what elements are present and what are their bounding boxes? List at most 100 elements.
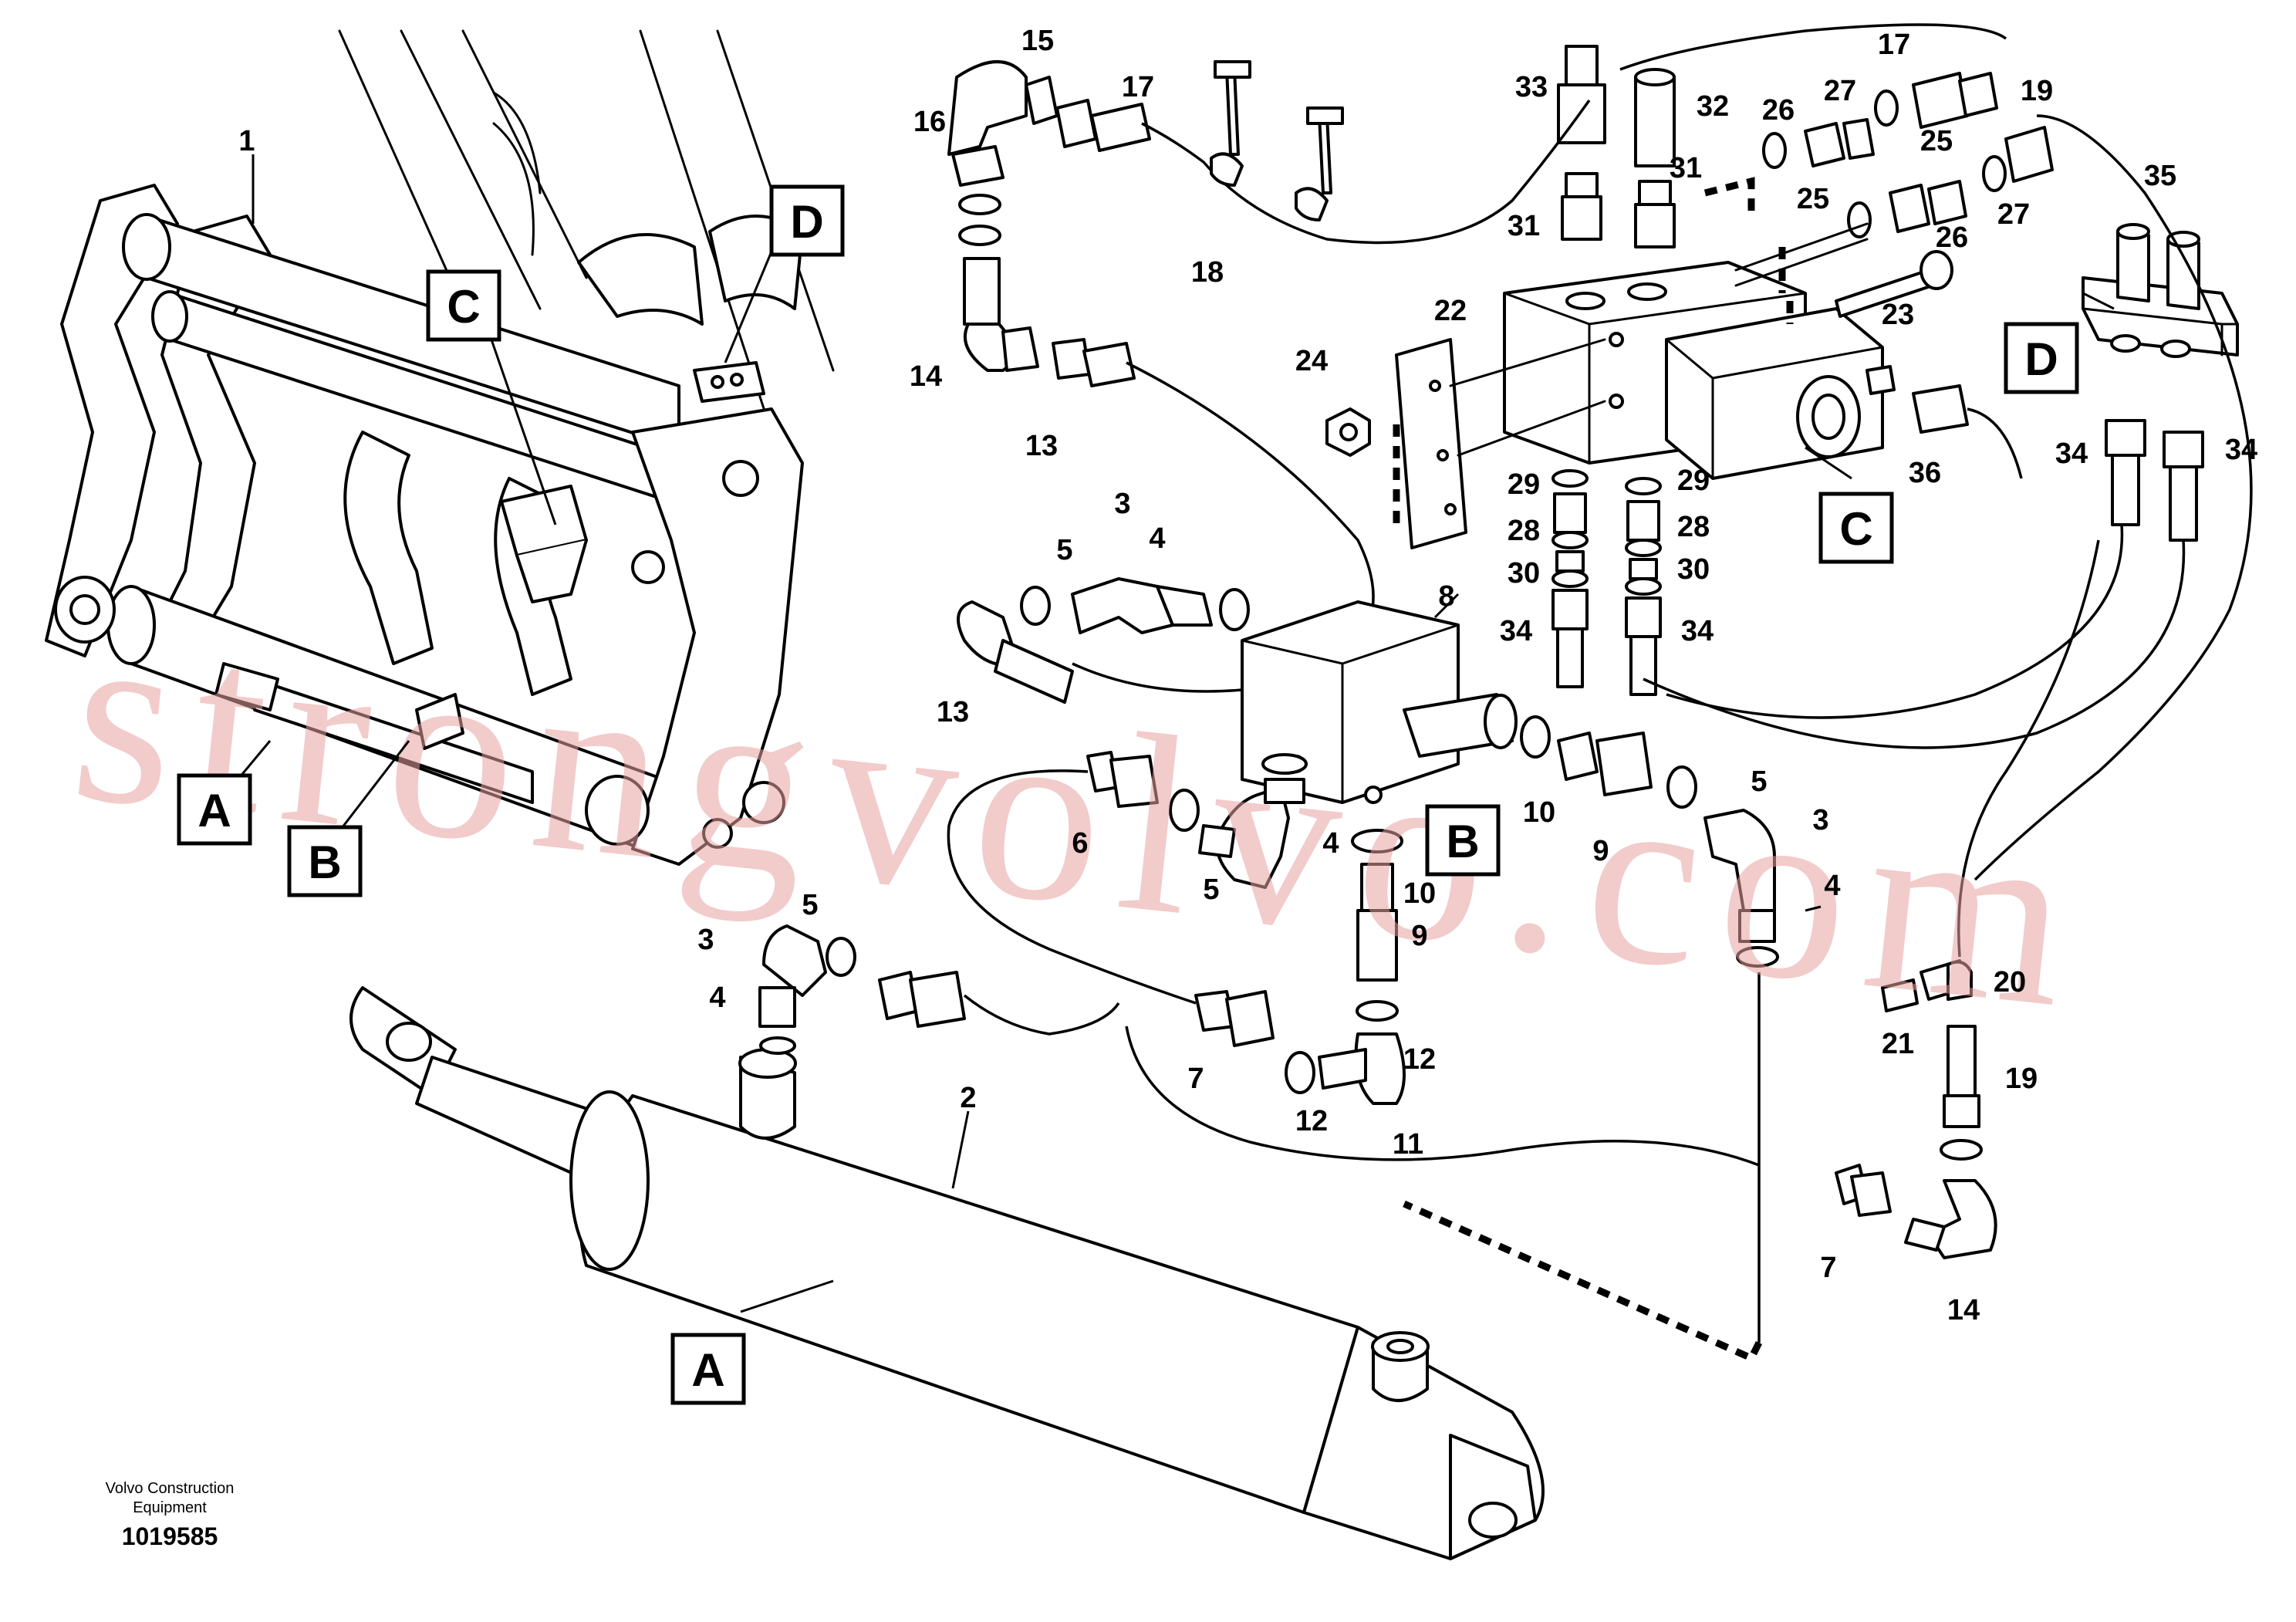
callout-8: 8 bbox=[1438, 580, 1454, 613]
detail-box-label: B bbox=[308, 836, 341, 888]
callout-34: 34 bbox=[1500, 615, 1532, 647]
detail-box-c-solenoid: C bbox=[1818, 492, 1894, 564]
drawing-number: 1019585 bbox=[122, 1522, 218, 1550]
hose-top-left bbox=[947, 60, 1591, 693]
callout-4: 4 bbox=[709, 982, 725, 1014]
callout-27: 27 bbox=[1824, 75, 1856, 107]
callout-4: 4 bbox=[1322, 827, 1339, 860]
callout-33: 33 bbox=[1515, 71, 1548, 103]
block-35 bbox=[2082, 223, 2239, 358]
callout-14: 14 bbox=[910, 360, 942, 393]
detail-box-label: D bbox=[790, 196, 823, 248]
detail-box-a-cylinder: A bbox=[670, 1333, 746, 1405]
callout-7: 7 bbox=[1187, 1063, 1204, 1095]
callout-13: 13 bbox=[937, 696, 969, 728]
detail-box-label: C bbox=[1839, 503, 1872, 555]
callout-18: 18 bbox=[1191, 256, 1224, 289]
detail-box-d-block: D bbox=[2004, 322, 2079, 394]
detail-box-label: A bbox=[691, 1344, 724, 1396]
callout-29: 29 bbox=[1508, 468, 1540, 501]
callout-3: 3 bbox=[1812, 804, 1828, 836]
callout-6: 6 bbox=[1072, 827, 1088, 860]
nut-24 bbox=[1325, 407, 1371, 457]
detail-box-label: D bbox=[2024, 333, 2058, 385]
callout-20: 20 bbox=[1994, 966, 2026, 999]
callout-5: 5 bbox=[1203, 874, 1219, 906]
callout-30: 30 bbox=[1677, 553, 1710, 586]
footer: Volvo Construction Equipment 1019585 bbox=[106, 1480, 235, 1550]
callout-34: 34 bbox=[1681, 615, 1714, 647]
callout-5: 5 bbox=[802, 889, 818, 921]
callout-34: 34 bbox=[2055, 438, 2088, 470]
quick-coupler-frame bbox=[45, 29, 835, 866]
main-cylinder bbox=[349, 986, 1545, 1560]
callout-11: 11 bbox=[1393, 1128, 1423, 1161]
block-8 bbox=[1241, 600, 1518, 804]
callout-36: 36 bbox=[1909, 457, 1941, 489]
callout-27: 27 bbox=[1997, 198, 2030, 231]
gasket-plate bbox=[1393, 338, 1606, 549]
company-name-line1: Volvo Construction bbox=[106, 1480, 235, 1497]
callout-15: 15 bbox=[1021, 25, 1054, 57]
hose-middle bbox=[957, 577, 1250, 704]
callout-17: 17 bbox=[1878, 29, 1910, 61]
callout-19: 19 bbox=[2005, 1063, 2038, 1095]
callout-19: 19 bbox=[2021, 75, 2053, 107]
callout-12: 12 bbox=[1403, 1043, 1436, 1076]
callout-9: 9 bbox=[1592, 835, 1609, 867]
detail-box-b-block: B bbox=[1425, 804, 1501, 877]
callout-31: 31 bbox=[1670, 152, 1702, 184]
fittings-25-26-27 bbox=[1734, 72, 2054, 293]
callout-28: 28 bbox=[1508, 515, 1540, 547]
callout-9: 9 bbox=[1411, 920, 1427, 952]
fittings-lower-right bbox=[1619, 23, 2253, 1259]
fittings-lower-left bbox=[758, 924, 1120, 1055]
company-name-line2: Equipment bbox=[133, 1499, 207, 1516]
callout-28: 28 bbox=[1677, 511, 1710, 543]
detail-box-d-frame: D bbox=[769, 184, 845, 257]
watermark: strongvolvo.com bbox=[62, 571, 2099, 1063]
callout-1: 1 bbox=[238, 125, 255, 157]
callout-16: 16 bbox=[913, 106, 946, 138]
callout-5: 5 bbox=[1751, 765, 1767, 798]
callout-7: 7 bbox=[1820, 1252, 1836, 1284]
callout-30: 30 bbox=[1508, 557, 1540, 590]
callout-3: 3 bbox=[1114, 488, 1130, 520]
callout-14: 14 bbox=[1947, 1294, 1980, 1326]
callout-4: 4 bbox=[1149, 522, 1165, 555]
callout-29: 29 bbox=[1677, 465, 1710, 497]
bolt-23 bbox=[1786, 250, 1953, 324]
fittings-lower-middle bbox=[947, 715, 1779, 1363]
valve-block-22 bbox=[1503, 261, 2023, 480]
detail-box-a-frame: A bbox=[177, 773, 252, 846]
detail-box-b-frame: B bbox=[287, 825, 363, 897]
fittings-28-29-30-34 bbox=[1551, 469, 1662, 696]
callout-21: 21 bbox=[1882, 1028, 1914, 1060]
callout-25: 25 bbox=[1920, 125, 1953, 157]
callout-26: 26 bbox=[1936, 221, 1968, 254]
callout-32: 32 bbox=[1697, 90, 1729, 123]
callout-31: 31 bbox=[1508, 210, 1540, 242]
callout-17: 17 bbox=[1122, 71, 1154, 103]
callout-numbers: 1 2 3 3 3 4 4 4 4 5 5 5 5 6 7 7 8 9 9 10… bbox=[238, 25, 2257, 1326]
callout-2: 2 bbox=[960, 1082, 976, 1114]
detail-box-label: B bbox=[1446, 816, 1479, 867]
callout-12: 12 bbox=[1295, 1105, 1328, 1137]
callout-4: 4 bbox=[1824, 870, 1840, 902]
callout-22: 22 bbox=[1434, 295, 1467, 327]
callout-25: 25 bbox=[1797, 183, 1829, 215]
callout-26: 26 bbox=[1762, 94, 1795, 127]
detail-box-c-frame: C bbox=[426, 269, 501, 342]
callout-10: 10 bbox=[1403, 877, 1436, 910]
callout-24: 24 bbox=[1295, 345, 1328, 377]
callout-23: 23 bbox=[1882, 299, 1914, 331]
fittings-31-32-33 bbox=[1557, 45, 1755, 248]
detail-box-label: A bbox=[198, 785, 231, 836]
callout-13: 13 bbox=[1025, 430, 1058, 462]
detail-box-label: C bbox=[447, 281, 480, 333]
callout-3: 3 bbox=[697, 924, 714, 956]
callout-35: 35 bbox=[2144, 160, 2176, 192]
fittings-34-right bbox=[2105, 419, 2204, 542]
callout-5: 5 bbox=[1056, 534, 1072, 566]
